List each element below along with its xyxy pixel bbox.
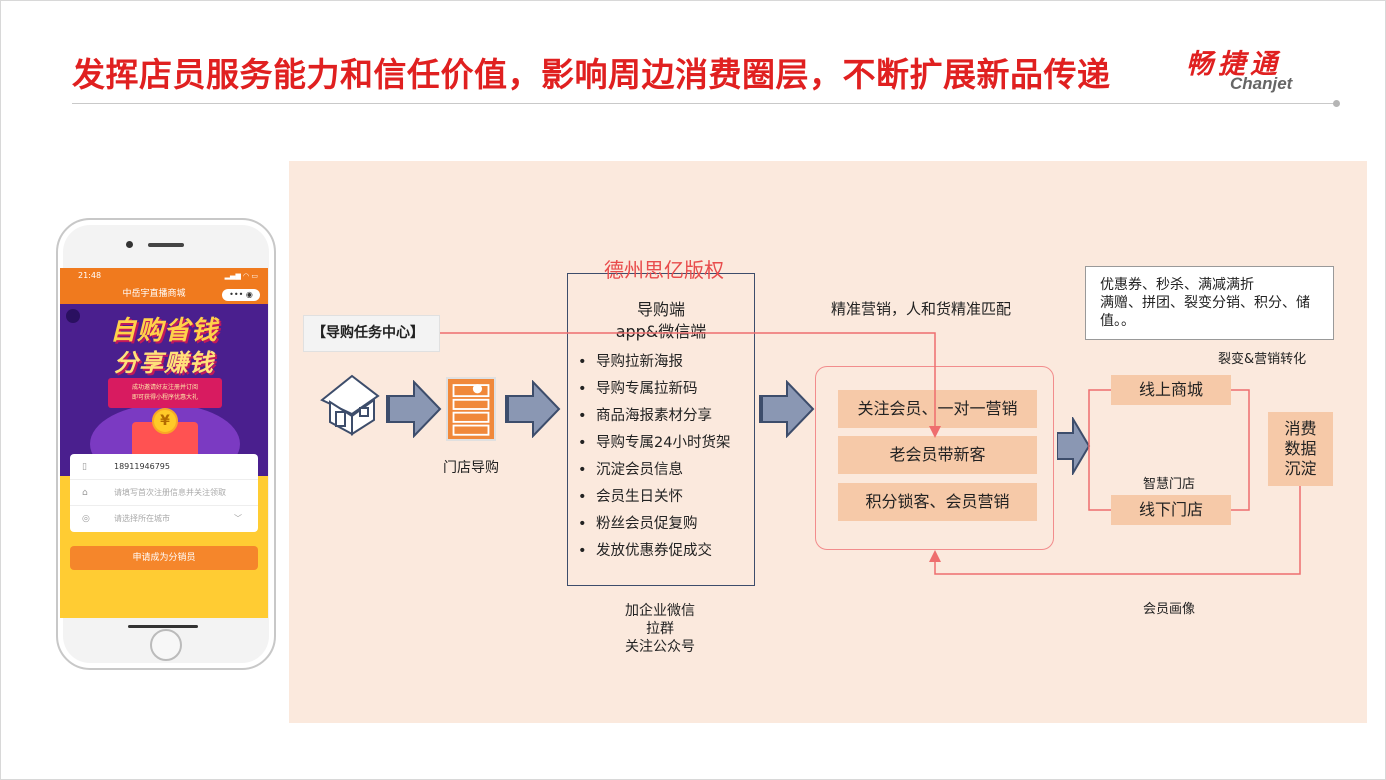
chevron-down-icon: ﹀ — [234, 514, 242, 523]
member-portrait-label: 会员画像 — [1143, 602, 1196, 617]
member-item-points: 积分锁客、会员营销 — [838, 483, 1037, 521]
status-time: 21:48 — [78, 271, 102, 280]
coin-icon: ¥ — [152, 408, 178, 434]
flow-arrow-4 — [1057, 417, 1091, 475]
flow-arrow-1 — [386, 380, 442, 438]
signup-form: ▯ 18911946795 ⌂ 请填写首次注册信息并关注领取 ◎ 请选择所在城市… — [70, 454, 258, 532]
consumption-line: 数据 — [1284, 439, 1317, 458]
flow-arrow-3 — [759, 380, 815, 438]
task-center-label: 【导购任务中心】 — [303, 315, 440, 352]
copyright-watermark: 德州思亿版权 — [604, 258, 724, 282]
guide-feature-item: 会员生日关怀 — [578, 487, 730, 514]
register-info-placeholder: 请填写首次注册信息并关注领取 — [114, 488, 226, 497]
page-title: 发挥店员服务能力和信任价值，影响周边消费圈层，不断扩展新品传递 — [72, 55, 1111, 94]
guide-channel-item: 关注公众号 — [625, 639, 695, 655]
city-select[interactable]: ◎ 请选择所在城市 ﹀ — [70, 506, 258, 532]
guide-feature-item: 导购专属拉新码 — [578, 379, 730, 406]
guide-feature-item: 商品海报素材分享 — [578, 406, 730, 433]
smart-store-label: 智慧门店 — [1143, 477, 1196, 492]
consumption-line: 沉淀 — [1284, 459, 1317, 478]
ribbon-line-1: 成功邀请好友注册并订阅 — [131, 384, 198, 391]
guide-title: 导购端 — [636, 300, 685, 319]
ribbon-line-2: 即可获得小程序优惠大礼 — [131, 394, 198, 401]
guide-subtitle: app&微信端 — [615, 322, 707, 341]
apply-distributor-button[interactable]: 申请成为分销员 — [70, 546, 258, 570]
status-bar: 21:48 ▂▄▆ ◠ ▭ — [60, 268, 268, 284]
title-divider — [72, 103, 1336, 104]
offline-store-box: 线下门店 — [1111, 495, 1231, 525]
city-select-placeholder: 请选择所在城市 — [114, 514, 170, 523]
phone-icon: ▯ — [82, 462, 87, 472]
guide-feature-item: 沉淀会员信息 — [578, 460, 730, 487]
flow-arrow-2 — [505, 380, 561, 438]
location-icon: ◎ — [82, 514, 90, 524]
consumption-data-box: 消费 数据 沉淀 — [1268, 412, 1333, 486]
phone-screen: 21:48 ▂▄▆ ◠ ▭ 中岳宇直播商城 ••• ◉ 自购省钱 分享赚钱 成功… — [60, 268, 268, 618]
brand-logo-en: Chanjet — [1230, 74, 1293, 93]
store-guide-label: 门店导购 — [443, 460, 499, 476]
diagram-panel — [289, 161, 1367, 723]
house-icon — [320, 374, 380, 436]
guide-feature-item: 导购专属24小时货架 — [578, 433, 730, 460]
guide-feature-item: 发放优惠券促成交 — [578, 541, 730, 568]
promotion-tools-box: 优惠券、秒杀、满减满折 满赠、拼团、裂变分销、积分、储值。。 — [1085, 266, 1334, 340]
register-info-field[interactable]: ⌂ 请填写首次注册信息并关注领取 — [70, 480, 258, 506]
member-item-follow: 关注会员、一对一营销 — [838, 390, 1037, 428]
back-icon[interactable] — [66, 309, 80, 323]
status-icons: ▂▄▆ ◠ ▭ — [224, 272, 258, 280]
phone-number-field[interactable]: ▯ 18911946795 — [70, 454, 258, 480]
phone-home-indicator — [128, 625, 198, 628]
app-title: 中岳宇直播商城 — [60, 284, 268, 304]
banner-ribbon: 成功邀请好友注册并订阅 即可获得小程序优惠大礼 — [108, 378, 222, 408]
guide-channel-item: 加企业微信 — [625, 603, 695, 619]
consumption-line: 消费 — [1284, 419, 1317, 438]
member-item-referral: 老会员带新客 — [838, 436, 1037, 474]
shop-icon — [446, 377, 496, 441]
title-divider-dot — [1333, 100, 1340, 107]
precision-marketing-label: 精准营销，人和货精准匹配 — [831, 300, 1012, 318]
home-icon: ⌂ — [82, 488, 88, 498]
guide-channel-item: 拉群 — [646, 621, 674, 637]
guide-feature-item: 粉丝会员促复购 — [578, 514, 730, 541]
phone-camera — [126, 241, 133, 248]
banner-headline-2: 分享赚钱 — [114, 349, 214, 377]
promotion-tools-line-2: 满赠、拼团、裂变分销、积分、储值。。 — [1100, 295, 1310, 329]
promotion-tools-line-1: 优惠券、秒杀、满减满折 — [1100, 277, 1254, 293]
guide-channels: 加企业微信 拉群 关注公众号 — [600, 602, 720, 656]
phone-speaker — [148, 243, 184, 247]
guide-feature-item: 导购拉新海报 — [578, 352, 730, 379]
menu-capsule-button[interactable]: ••• ◉ — [222, 289, 260, 301]
brand-logo-cn: 畅捷通 — [1186, 49, 1282, 80]
guide-feature-list: 导购拉新海报 导购专属拉新码 商品海报素材分享 导购专属24小时货架 沉淀会员信… — [578, 352, 730, 568]
fission-conversion-label: 裂变&营销转化 — [1218, 352, 1307, 367]
phone-number-value: 18911946795 — [114, 462, 170, 471]
banner-headline-1: 自购省钱 — [109, 316, 218, 346]
phone-home-button[interactable] — [150, 629, 182, 661]
online-mall-box: 线上商城 — [1111, 375, 1231, 405]
